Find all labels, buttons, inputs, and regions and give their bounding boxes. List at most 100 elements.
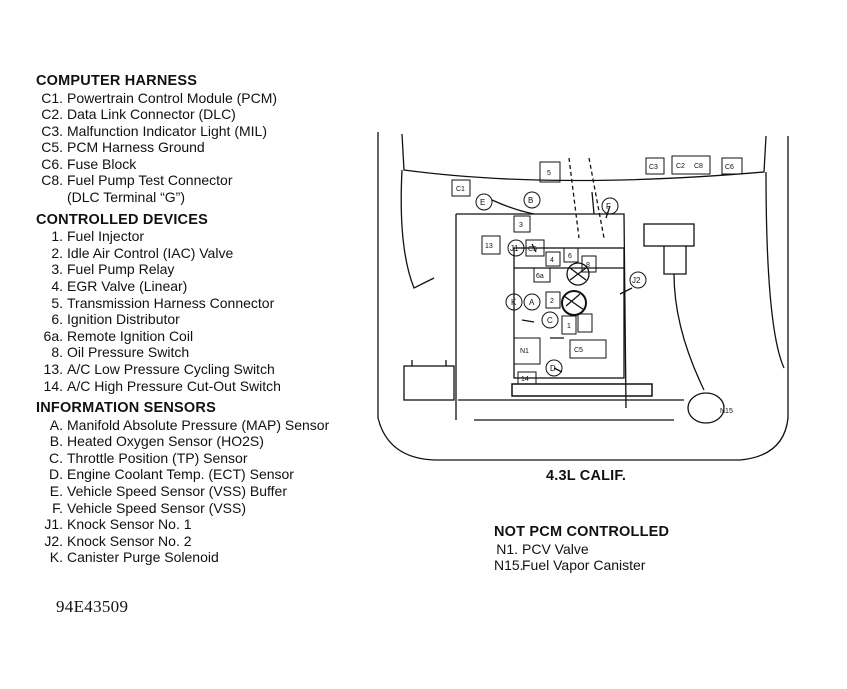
box-n1 [513, 337, 541, 365]
legend-item: C6.Fuse Block [36, 156, 396, 173]
n15-canister-ring [687, 392, 725, 424]
label-c5: C5 [528, 246, 537, 253]
box-c-c5 [569, 339, 607, 359]
item-code: 6a. [43, 327, 63, 344]
label-s4: 4 [550, 257, 554, 264]
item-code: C5. [41, 139, 63, 156]
label-c2: C2 [676, 163, 685, 170]
fuel-vapor-canister-icon [643, 223, 695, 247]
component-markers: C1 5 C3 C2 C8 C6 3 13 C5 4 6 8 6a 2 1 C5… [451, 155, 743, 415]
fender-left [400, 169, 435, 289]
label-c1: C1 [456, 186, 465, 193]
center-line-left [568, 157, 580, 239]
label-f: F [606, 202, 611, 211]
item-label: Throttle Position (TP) Sensor [67, 449, 248, 466]
label-c: C [547, 316, 553, 325]
item-code: N1. [496, 540, 518, 557]
item-code: 14. [43, 377, 63, 394]
item-label: Fuel Pump Test Connector [67, 172, 233, 189]
item-code: C8. [41, 172, 63, 189]
legend-item: C2.Data Link Connector (DLC) [36, 106, 396, 123]
item-code: J2. [44, 532, 63, 549]
circle-b [523, 191, 541, 209]
section-title: CONTROLLED DEVICES [36, 211, 208, 228]
box-c3 [645, 157, 665, 175]
item-code: K. [49, 549, 63, 566]
item-label: Engine Coolant Temp. (ECT) Sensor [67, 466, 294, 483]
item-label: Data Link Connector (DLC) [67, 106, 236, 123]
legend-item: C.Throttle Position (TP) Sensor [36, 450, 396, 467]
item-code: J1. [44, 516, 63, 533]
legend-item: 6.Ignition Distributor [36, 311, 396, 328]
item-label: Malfunction Indicator Light (MIL) [67, 122, 267, 139]
canister-stem [663, 246, 687, 275]
label-s8: 8 [586, 262, 590, 269]
box-s8 [581, 255, 597, 273]
legend-item: 3.Fuel Pump Relay [36, 261, 396, 278]
label-s5: 5 [547, 170, 551, 177]
item-code: 8. [51, 344, 63, 361]
item-code: N15. [494, 557, 524, 574]
label-s13: 13 [485, 243, 493, 250]
circle-f [601, 197, 619, 215]
label-c-low: C5 [574, 347, 583, 354]
item-label: Ignition Distributor [67, 311, 180, 328]
item-label: Fuel Vapor Canister [522, 557, 646, 574]
item-code: D. [49, 466, 63, 483]
legend-item: C5.PCM Harness Ground [36, 139, 396, 156]
legend-item: E.Vehicle Speed Sensor (VSS) Buffer [36, 483, 396, 500]
item-label: A/C High Pressure Cut-Out Switch [67, 377, 281, 394]
item-label: Remote Ignition Coil [67, 327, 194, 344]
legend-item: 8.Oil Pressure Switch [36, 344, 396, 361]
item-code: A. [49, 416, 63, 433]
box-c6 [721, 157, 743, 175]
engine-bay-frame [455, 213, 674, 421]
box-s14 [517, 371, 537, 385]
legend-item: J1.Knock Sensor No. 1 [36, 516, 396, 533]
circle-e [475, 193, 493, 211]
distributor-hatch [569, 267, 587, 281]
label-e: E [480, 198, 485, 207]
engine-compartment-diagram: C1 5 C3 C2 C8 C6 3 13 C5 4 6 8 6a 2 1 C5… [377, 132, 789, 461]
label-j1: J1 [510, 244, 519, 253]
label-s14: 14 [521, 376, 529, 383]
item-label: Transmission Harness Connector [67, 294, 275, 311]
item-code: C2. [41, 106, 63, 123]
item-label: Vehicle Speed Sensor (VSS) [67, 499, 246, 516]
legend-item: J2.Knock Sensor No. 2 [36, 533, 396, 550]
box-s4 [545, 251, 561, 267]
item-code: 5. [51, 294, 63, 311]
box-s6 [563, 247, 579, 263]
label-s1: 1 [567, 323, 571, 330]
circle-d [545, 359, 563, 377]
box-s2 [545, 291, 561, 309]
item-code: 13. [43, 360, 63, 377]
item-code: B. [49, 433, 63, 450]
box-s1a [561, 315, 577, 335]
section-title: NOT PCM CONTROLLED [494, 524, 670, 540]
label-k: K [511, 298, 517, 307]
item-label: A/C Low Pressure Cycling Switch [67, 360, 275, 377]
legend-item: C1.Powertrain Control Module (PCM) [36, 90, 396, 107]
figure-id: 94E43509 [56, 597, 129, 616]
item-label: Manifold Absolute Pressure (MAP) Sensor [67, 416, 330, 433]
label-c6: C6 [725, 164, 734, 171]
throttle-body-icon [561, 290, 587, 316]
label-c8: C8 [694, 163, 703, 170]
legend-item: C8.Fuel Pump Test Connector [36, 172, 396, 189]
item-label: PCM Harness Ground [67, 139, 205, 156]
label-n15: N15 [720, 408, 733, 415]
leader-lines [491, 191, 633, 373]
legend-item: B.Heated Oxygen Sensor (HO2S) [36, 433, 396, 450]
item-label: PCV Valve [522, 540, 589, 557]
sensor-callouts: E B F J1 J2 K A C D [475, 191, 647, 377]
item-code: C3. [41, 122, 63, 139]
circle-j1 [507, 239, 525, 257]
legend-item: 13.A/C Low Pressure Cycling Switch [36, 361, 396, 378]
legend-item: 6a.Remote Ignition Coil [36, 328, 396, 345]
box-c5 [525, 239, 545, 257]
